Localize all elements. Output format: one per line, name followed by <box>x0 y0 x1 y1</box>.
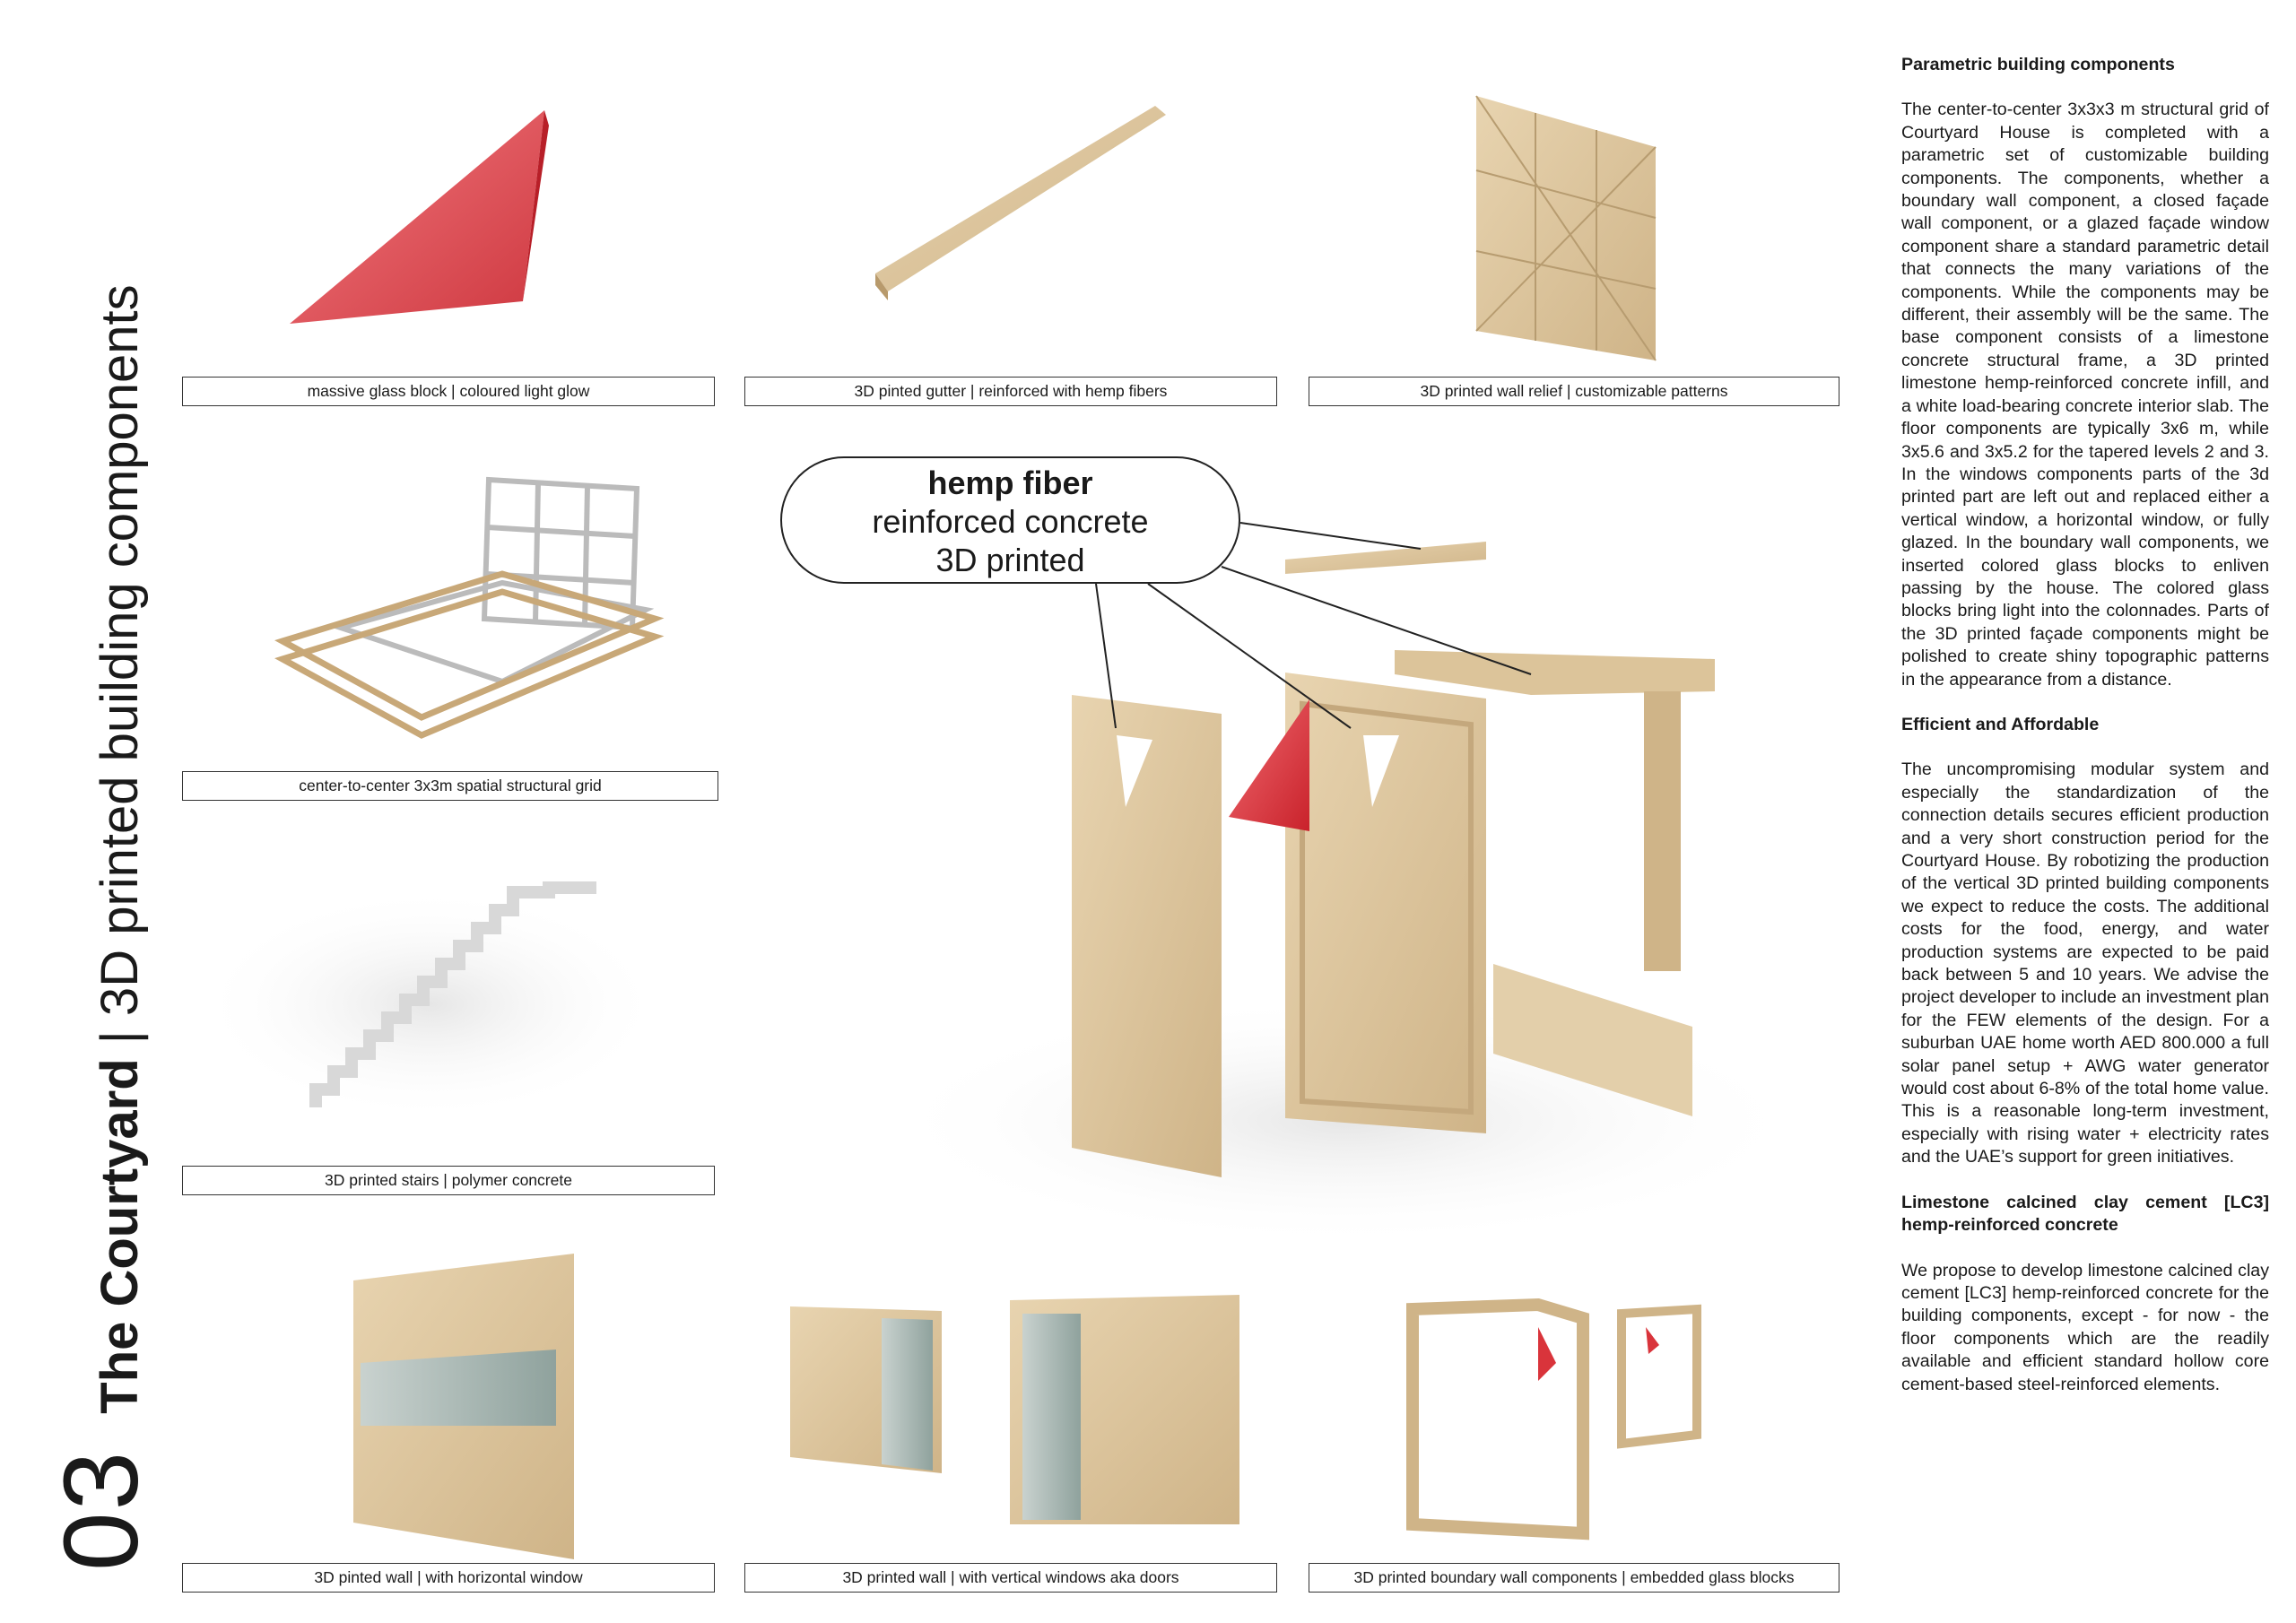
wall-horizontal-window-render <box>353 1254 574 1559</box>
callout-line-2: reinforced concrete <box>872 503 1149 540</box>
structural-grid-render <box>274 476 665 739</box>
caption-wall-vertical-windows: 3D printed wall | with vertical windows … <box>744 1563 1277 1593</box>
callout-line-3: 3D printed <box>935 542 1085 578</box>
central-assembly-render <box>879 522 1812 1246</box>
wall-vertical-windows-render <box>790 1295 1239 1524</box>
boundary-wall-render <box>1406 1298 1701 1541</box>
caption-glass-block: massive glass block | coloured light glo… <box>182 377 715 406</box>
material-callout: hemp fiber reinforced concrete 3D printe… <box>780 456 1240 584</box>
heading-parametric: Parametric building components <box>1901 55 2175 74</box>
paragraph-efficient: The uncompromising modular system and es… <box>1901 759 2269 1167</box>
gutter-render <box>875 106 1166 300</box>
stairs-render <box>197 881 664 1121</box>
heading-lc3: Limestone calcined clay cement [LC3] hem… <box>1901 1192 2269 1236</box>
glass-block-render <box>290 110 549 324</box>
paragraph-parametric: The center-to-center 3x3x3 m structural … <box>1901 100 2269 690</box>
caption-wall-relief: 3D printed wall relief | customizable pa… <box>1309 377 1839 406</box>
caption-wall-horizontal-window: 3D pinted wall | with horizontal window <box>182 1563 715 1593</box>
wall-relief-render <box>1475 95 1657 361</box>
caption-boundary-wall: 3D printed boundary wall components | em… <box>1309 1563 1839 1593</box>
paragraph-lc3: We propose to develop limestone calcined… <box>1901 1260 2269 1394</box>
callout-line-1: hemp fiber <box>927 464 1093 501</box>
heading-efficient: Efficient and Affordable <box>1901 714 2100 734</box>
description-column: Parametric building components The cente… <box>1901 54 2269 1419</box>
caption-gutter: 3D pinted gutter | reinforced with hemp … <box>744 377 1277 406</box>
caption-stairs: 3D printed stairs | polymer concrete <box>182 1166 715 1195</box>
caption-structural-grid: center-to-center 3x3m spatial structural… <box>182 771 718 801</box>
